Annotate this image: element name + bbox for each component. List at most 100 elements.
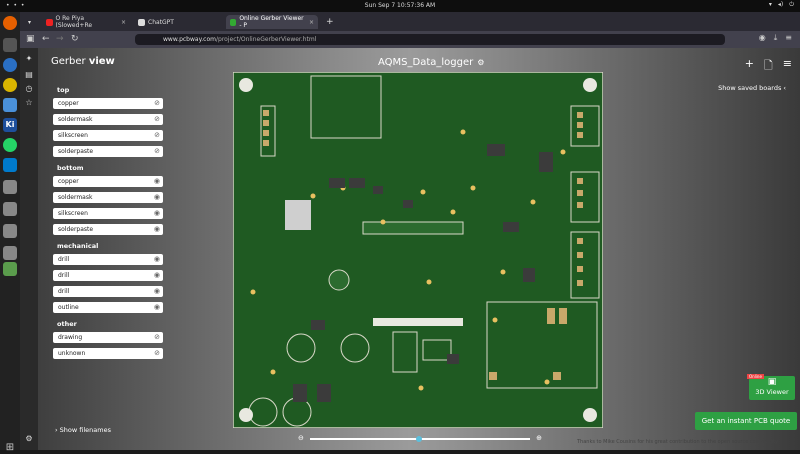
eye-icon[interactable]: ◉: [153, 255, 160, 263]
vscode-icon[interactable]: [3, 158, 17, 172]
tab-list-icon[interactable]: ▾: [28, 18, 32, 26]
zoom-slider[interactable]: ⊖ ⊕: [298, 434, 542, 444]
layer-bottom-solderpaste[interactable]: solderpaste◉: [53, 224, 163, 235]
eye-hidden-icon[interactable]: ⊘: [154, 131, 160, 139]
drive-icon[interactable]: [3, 224, 17, 238]
layer-drill[interactable]: drill◉: [53, 286, 163, 297]
section-mechanical-label: mechanical: [57, 242, 99, 250]
show-filenames-toggle[interactable]: › Show filenames: [55, 426, 111, 434]
ai-chat-icon[interactable]: ✦: [25, 54, 33, 63]
reload-icon[interactable]: ↻: [71, 34, 79, 44]
system-tray[interactable]: ▾ ◂) ⏻: [769, 1, 794, 9]
eye-hidden-icon[interactable]: ⊘: [154, 115, 160, 123]
gerber-view-title: Gerber view: [51, 56, 115, 67]
show-saved-boards[interactable]: Show saved boards ‹: [718, 84, 786, 92]
eye-icon[interactable]: ◉: [153, 193, 160, 201]
youtube-icon: [46, 18, 53, 26]
tab-youtube[interactable]: O Re Piya (Slowed+Re ×: [42, 15, 130, 29]
menu-icon[interactable]: ≡: [785, 33, 792, 42]
sliders-icon[interactable]: ≡: [782, 57, 792, 70]
layer-drill[interactable]: drill◉: [53, 254, 163, 265]
file-icon[interactable]: 🗋: [763, 59, 773, 72]
history-icon[interactable]: ◷: [25, 84, 33, 93]
extension-icon[interactable]: ◉: [758, 33, 766, 42]
close-tab-icon[interactable]: ×: [120, 18, 126, 26]
eye-hidden-icon[interactable]: ⊘: [154, 349, 160, 357]
eye-icon[interactable]: ◉: [153, 287, 160, 295]
add-icon[interactable]: +: [744, 57, 754, 70]
eye-icon[interactable]: ◉: [153, 177, 160, 185]
section-bottom-label: bottom: [57, 164, 84, 172]
rhythmbox-icon[interactable]: [3, 78, 17, 92]
url-bar[interactable]: www.pcbway.com/project/OnlineGerberViewe…: [135, 34, 725, 45]
kicad-icon[interactable]: Ki: [3, 118, 17, 132]
app-grid-icon[interactable]: ⊞: [5, 442, 15, 453]
tab-gerber-viewer[interactable]: Online Gerber Viewer - P ×: [226, 15, 318, 29]
whatsapp-icon[interactable]: [3, 138, 17, 152]
settings-icon[interactable]: ⚙: [25, 434, 33, 443]
layer-unknown[interactable]: unknown⊘: [53, 348, 163, 359]
download-icon[interactable]: ⤓: [773, 33, 778, 42]
drive-icon[interactable]: [3, 180, 17, 194]
3d-viewer-button[interactable]: Online ▣ 3D Viewer: [747, 374, 795, 400]
browser-sidebar: ✦ ▤ ◷ ☆ ⚙: [20, 48, 38, 450]
section-other-label: other: [57, 320, 77, 328]
browser-nav-bar: ▣ ← → ↻ www.pcbway.com/project/OnlineGer…: [20, 31, 800, 48]
instant-quote-button[interactable]: Get an instant PCB quote: [695, 412, 797, 430]
url-path: /project/OnlineGerberViewer.html: [216, 36, 317, 43]
zoom-in-icon[interactable]: ⊕: [536, 434, 542, 442]
system-top-bar: • • • Sun Sep 7 10:57:36 AM ▾ ◂) ⏻: [0, 0, 800, 12]
credits-text: Thanks to Mike Cousins for his great con…: [577, 439, 779, 445]
pcbway-icon: [230, 18, 237, 26]
trash-icon[interactable]: [3, 262, 17, 276]
cube-icon: ▣: [767, 377, 777, 387]
pcb-board-render[interactable]: [233, 72, 603, 428]
zoom-out-icon[interactable]: ⊖: [298, 434, 304, 442]
layer-top-silkscreen[interactable]: silkscreen⊘: [53, 130, 163, 141]
url-host: www.pcbway.com: [163, 36, 216, 43]
layer-drill[interactable]: drill◉: [53, 270, 163, 281]
sidebar-toggle-icon[interactable]: ▣: [26, 34, 35, 44]
layer-top-solderpaste[interactable]: solderpaste⊘: [53, 146, 163, 157]
back-icon[interactable]: ←: [42, 34, 50, 44]
gerber-viewer-page: ✦ ▤ ◷ ☆ ⚙ Gerber view top copper⊘ solder…: [20, 48, 800, 450]
tab-chatgpt[interactable]: ChatGPT: [134, 15, 224, 29]
firefox-icon[interactable]: [3, 16, 17, 30]
eye-icon[interactable]: ◉: [153, 271, 160, 279]
layer-bottom-soldermask[interactable]: soldermask◉: [53, 192, 163, 203]
layer-drawing[interactable]: drawing⊘: [53, 332, 163, 343]
layer-top-copper[interactable]: copper⊘: [53, 98, 163, 109]
layer-bottom-silkscreen[interactable]: silkscreen◉: [53, 208, 163, 219]
eye-hidden-icon[interactable]: ⊘: [154, 147, 160, 155]
browser-tab-strip: ▾ O Re Piya (Slowed+Re × ChatGPT Online …: [20, 12, 800, 31]
thunderbird-icon[interactable]: [3, 58, 17, 72]
layer-outline[interactable]: outline◉: [53, 302, 163, 313]
gear-icon[interactable]: ⚙: [477, 58, 485, 67]
zoom-knob[interactable]: [416, 436, 422, 442]
eye-hidden-icon[interactable]: ⊘: [154, 333, 160, 341]
power-icon: ⏻: [789, 1, 794, 8]
close-tab-icon[interactable]: ×: [308, 18, 314, 26]
bookmarks-icon[interactable]: ☆: [25, 98, 33, 107]
layer-bottom-copper[interactable]: copper◉: [53, 176, 163, 187]
eye-hidden-icon[interactable]: ⊘: [154, 99, 160, 107]
files-icon[interactable]: [3, 38, 17, 52]
drive-icon[interactable]: [3, 202, 17, 216]
app-dock: Ki ⊞: [0, 12, 20, 453]
forward-icon[interactable]: →: [56, 34, 64, 44]
drive-icon[interactable]: [3, 246, 17, 260]
tabs-icon[interactable]: ▤: [25, 70, 33, 79]
photos-icon[interactable]: [3, 98, 17, 112]
eye-icon[interactable]: ◉: [153, 209, 160, 217]
volume-icon: ◂): [777, 1, 784, 8]
online-ribbon: Online: [747, 374, 764, 379]
system-clock[interactable]: Sun Sep 7 10:57:36 AM: [364, 2, 436, 9]
activities-dots[interactable]: • • •: [6, 2, 26, 9]
eye-icon[interactable]: ◉: [153, 303, 160, 311]
chatgpt-icon: [138, 18, 145, 26]
new-tab-button[interactable]: +: [326, 17, 334, 27]
eye-icon[interactable]: ◉: [153, 225, 160, 233]
layer-top-soldermask[interactable]: soldermask⊘: [53, 114, 163, 125]
project-title: AQMS_Data_logger⚙: [378, 57, 485, 68]
section-top-label: top: [57, 86, 70, 94]
